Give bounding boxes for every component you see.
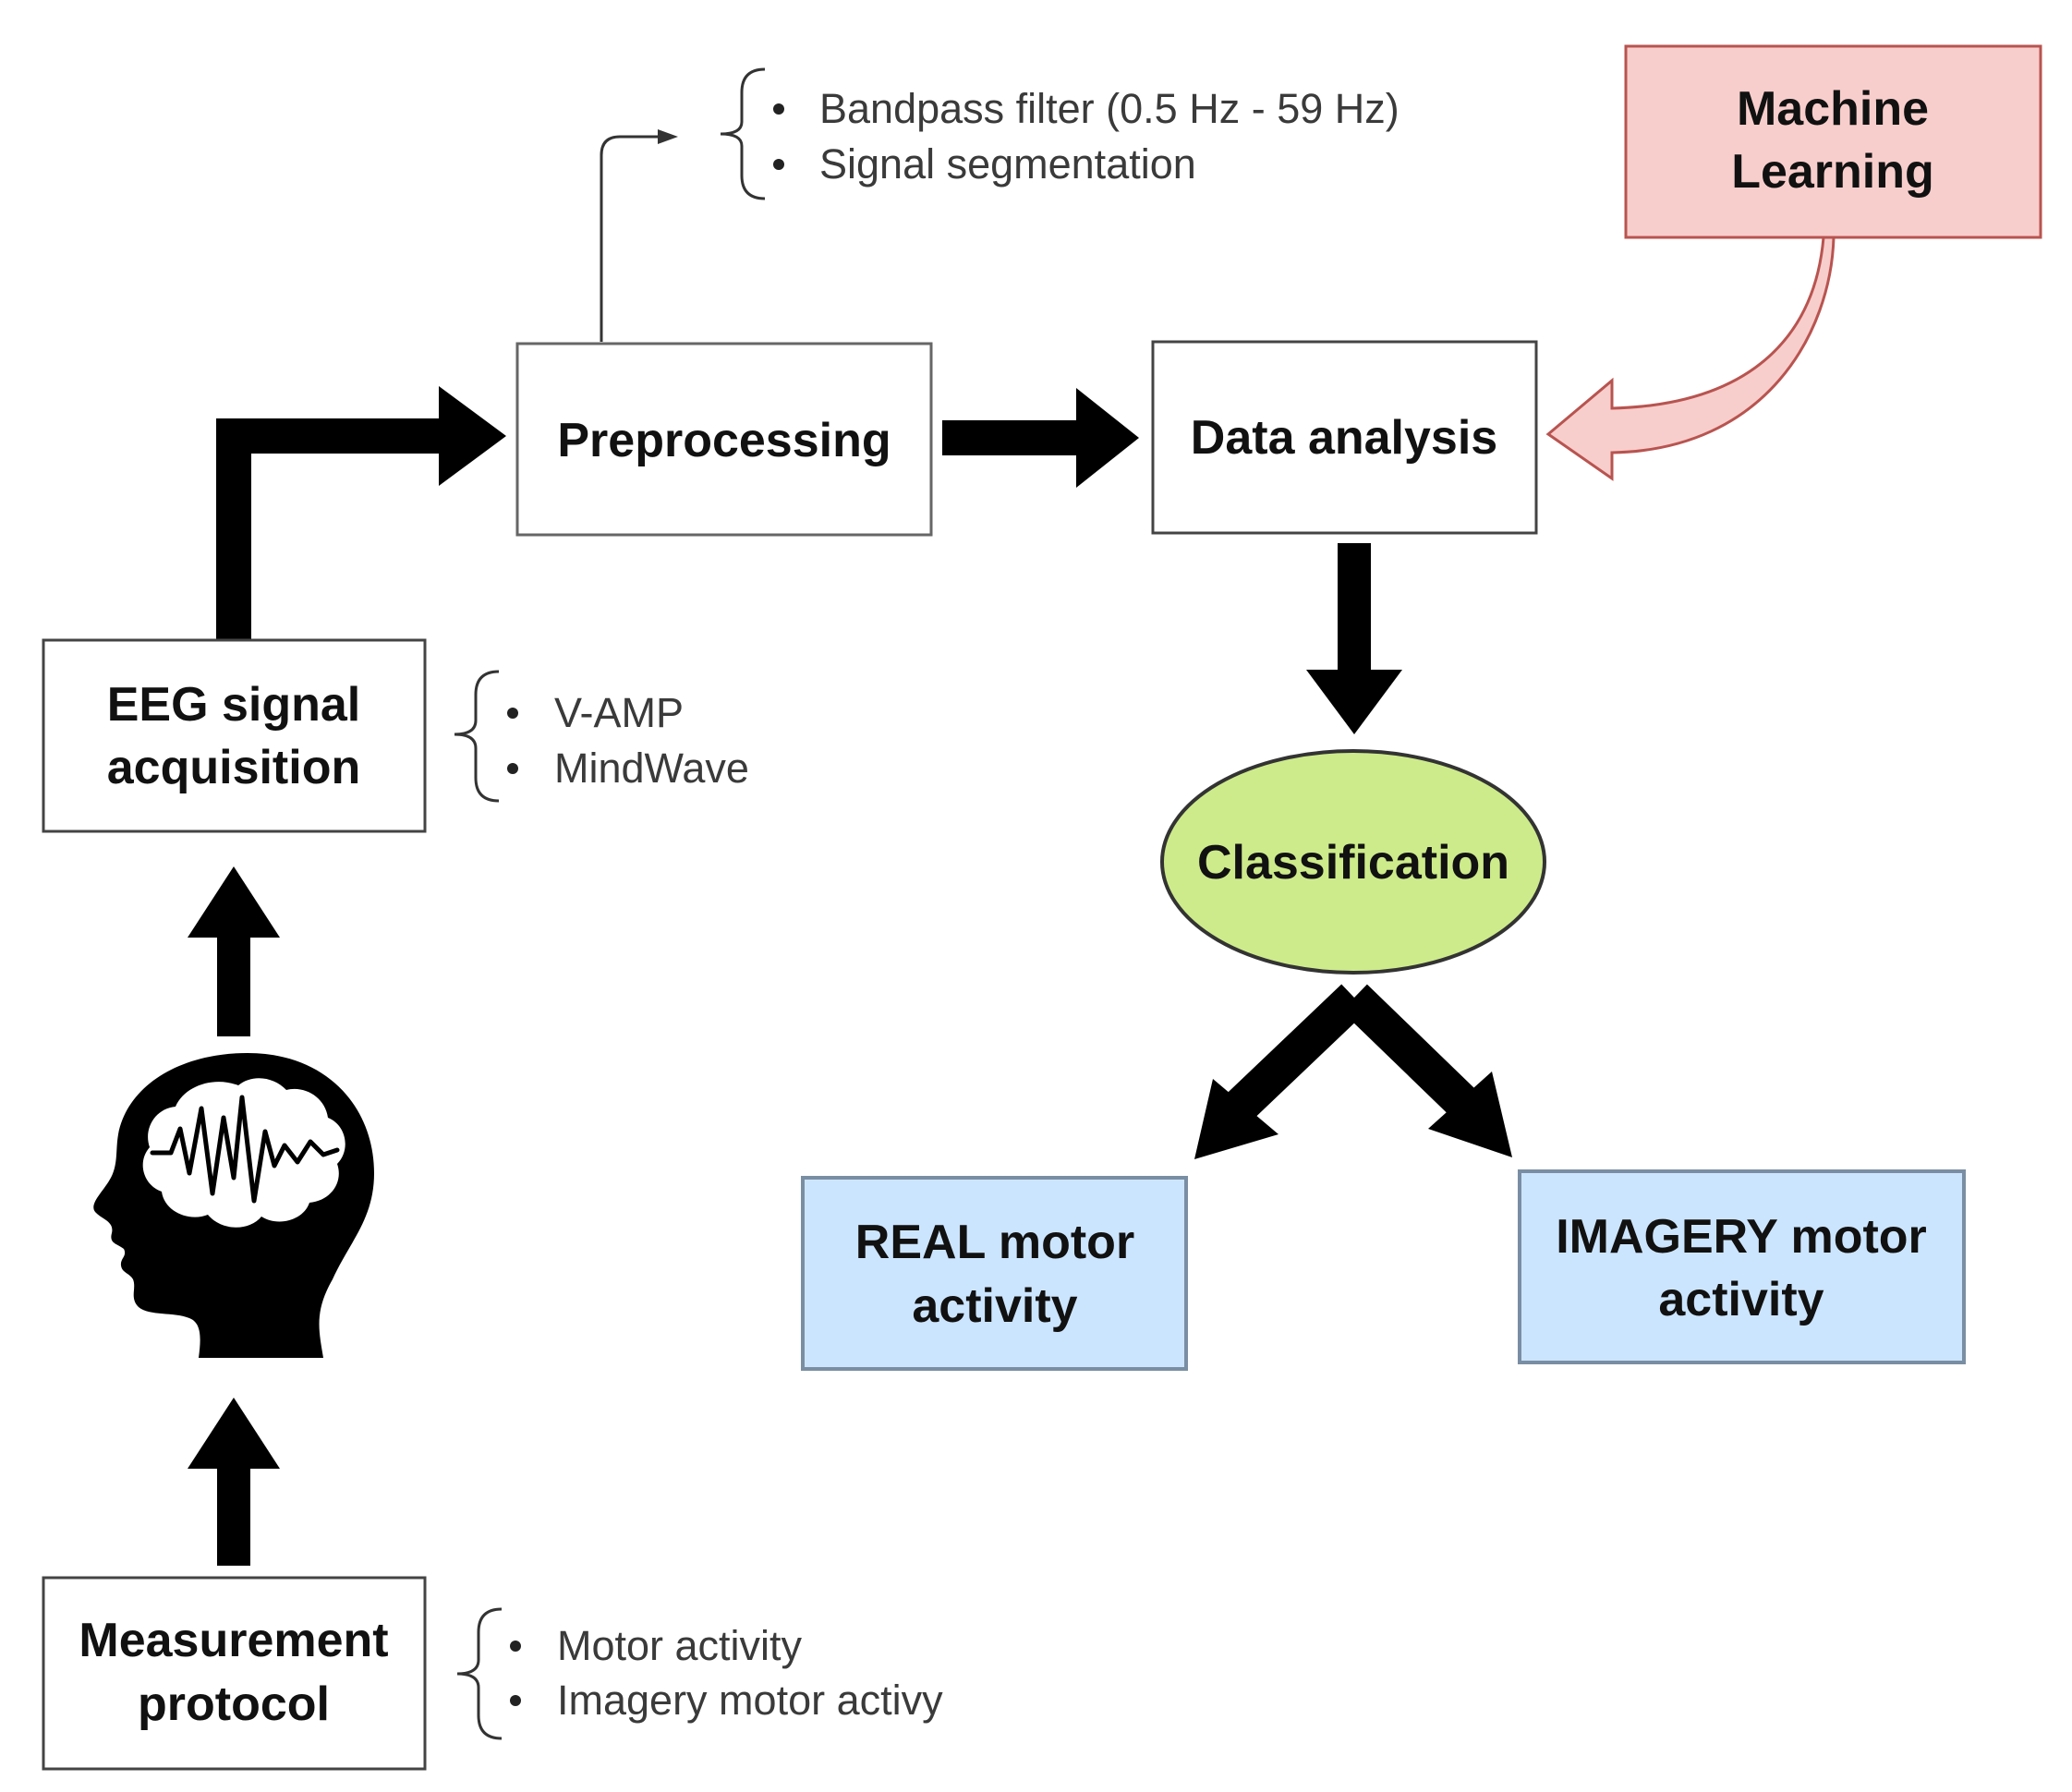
classification-label: Classification <box>1197 836 1509 890</box>
protocol-notes: Motor activity Imagery motor activy <box>456 1607 943 1740</box>
arrow-preprocessing-to-analysis <box>942 388 1139 488</box>
measurement-protocol-box: Measurement protocol <box>42 1576 427 1771</box>
measurement-protocol-label-line2: protocol <box>138 1677 330 1731</box>
arrow-eeg-to-preprocessing <box>216 386 506 640</box>
eeg-acquisition-label-line1: EEG signal <box>107 678 361 732</box>
machine-learning-box: Machine Learning <box>1624 44 2042 239</box>
imagery-motor-activity-box: IMAGERY motor activity <box>1518 1169 1966 1364</box>
preprocessing-box: Preprocessing <box>515 342 933 537</box>
data-analysis-label: Data analysis <box>1191 411 1497 465</box>
machine-learning-label-line1: Machine <box>1737 82 1929 136</box>
thin-arrow-preprocessing-to-notes <box>600 129 678 342</box>
measurement-protocol-label-line1: Measurement <box>79 1614 388 1667</box>
brace-icon <box>454 670 500 803</box>
imagery-motor-label-line2: activity <box>1658 1273 1824 1326</box>
note-signal-segmentation: Signal segmentation <box>819 140 1196 188</box>
eeg-acquisition-box: EEG signal acquisition <box>42 638 427 833</box>
data-analysis-box: Data analysis <box>1151 340 1538 535</box>
note-bandpass-filter: Bandpass filter (0.5 Hz - 59 Hz) <box>819 85 1400 132</box>
note-v-amp: V-AMP <box>554 689 684 736</box>
real-motor-label-line1: REAL motor <box>855 1216 1134 1269</box>
arrow-protocol-to-head <box>188 1398 280 1566</box>
eeg-device-notes: V-AMP MindWave <box>454 670 749 803</box>
preprocessing-notes: Bandpass filter (0.5 Hz - 59 Hz) Signal … <box>720 67 1400 200</box>
note-motor-activity: Motor activity <box>557 1622 803 1669</box>
note-imagery-motor-activity: Imagery motor activy <box>557 1677 943 1724</box>
brace-icon <box>456 1607 503 1740</box>
brace-icon <box>720 67 766 200</box>
real-motor-activity-box: REAL motor activity <box>801 1176 1188 1371</box>
head-with-brainwave-icon <box>93 1053 375 1358</box>
eeg-acquisition-label-line2: acquisition <box>107 741 360 794</box>
arrow-head-to-eeg <box>188 866 280 1036</box>
arrow-machine-learning-to-analysis <box>1545 236 1836 481</box>
imagery-motor-label-line1: IMAGERY motor <box>1556 1210 1927 1264</box>
arrow-analysis-to-classification <box>1306 543 1402 734</box>
preprocessing-label: Preprocessing <box>557 414 891 467</box>
arrow-classification-to-real <box>1194 984 1367 1159</box>
classification-node: Classification <box>1160 749 1546 975</box>
arrow-classification-to-imagery <box>1341 984 1512 1157</box>
note-mindwave: MindWave <box>554 745 749 792</box>
machine-learning-label-line2: Learning <box>1731 145 1934 199</box>
real-motor-label-line2: activity <box>912 1279 1077 1333</box>
